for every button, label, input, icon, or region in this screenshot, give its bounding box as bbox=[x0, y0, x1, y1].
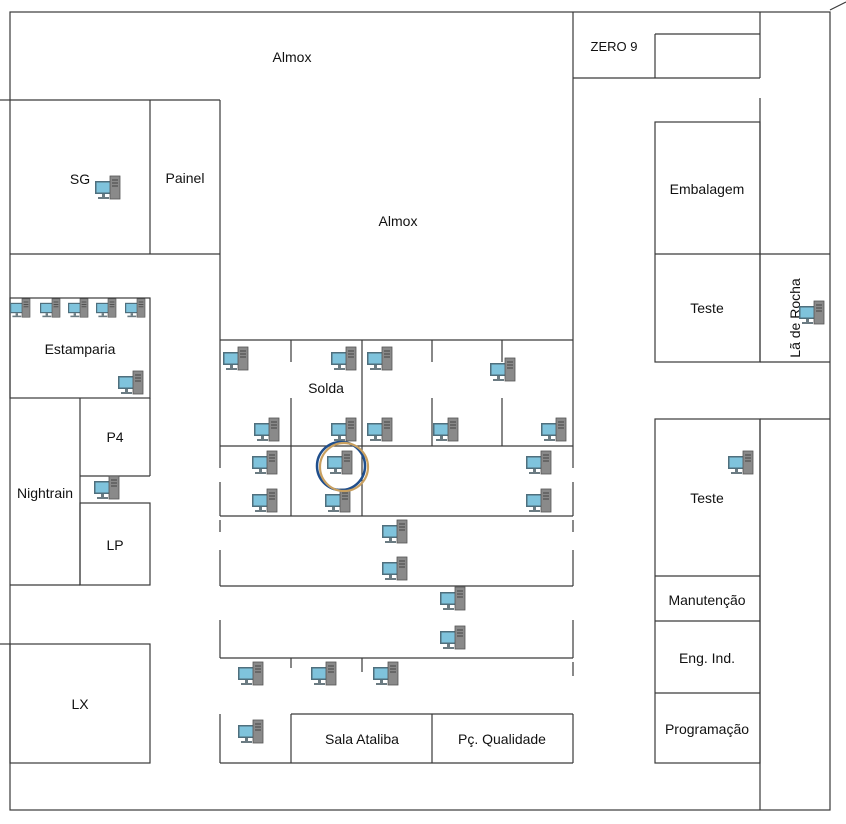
computer-icon[interactable] bbox=[251, 450, 278, 475]
room-label-programacao: Programação bbox=[665, 721, 749, 737]
computer-icon[interactable] bbox=[326, 450, 353, 475]
computer-icon[interactable] bbox=[237, 661, 264, 686]
room-label-teste-upper: Teste bbox=[690, 300, 724, 316]
room-label-estamparia: Estamparia bbox=[45, 341, 116, 357]
room-label-pc-qualidade: Pç. Qualidade bbox=[458, 731, 546, 747]
computer-icon[interactable] bbox=[67, 298, 89, 318]
computer-icon[interactable] bbox=[39, 298, 61, 318]
room-label-lp: LP bbox=[106, 537, 123, 553]
room-label-nightrain: Nightrain bbox=[17, 485, 73, 501]
computer-icon[interactable] bbox=[381, 519, 408, 544]
computer-icon[interactable] bbox=[95, 298, 117, 318]
computer-icon[interactable] bbox=[439, 625, 466, 650]
computer-icon[interactable] bbox=[94, 175, 121, 200]
computer-icon[interactable] bbox=[330, 417, 357, 442]
computer-icon[interactable] bbox=[93, 475, 120, 500]
computer-icon[interactable] bbox=[439, 586, 466, 611]
room-label-p4: P4 bbox=[106, 429, 123, 445]
room-label-zero9: ZERO 9 bbox=[591, 39, 638, 54]
computer-icon[interactable] bbox=[540, 417, 567, 442]
computer-icon[interactable] bbox=[727, 450, 754, 475]
computer-icon[interactable] bbox=[330, 346, 357, 371]
computer-icon[interactable] bbox=[253, 417, 280, 442]
room-label-eng-ind: Eng. Ind. bbox=[679, 650, 735, 666]
room-label-manutencao: Manutenção bbox=[668, 592, 745, 608]
room-label-la-de-rocha: Lã de Rocha bbox=[787, 278, 803, 358]
room-label-teste-lower: Teste bbox=[690, 490, 724, 506]
room-label-almox-center: Almox bbox=[379, 213, 418, 229]
room-label-almox-top: Almox bbox=[273, 49, 312, 65]
room-label-painel: Painel bbox=[166, 170, 205, 186]
highlight-circle bbox=[315, 440, 370, 493]
computer-icon[interactable] bbox=[310, 661, 337, 686]
room-labels: Almox Almox ZERO 9 SG Painel Embalagem T… bbox=[17, 39, 803, 747]
computer-icon[interactable] bbox=[117, 370, 144, 395]
room-label-sg: SG bbox=[70, 171, 90, 187]
computer-icon[interactable] bbox=[324, 488, 351, 513]
computer-icon[interactable] bbox=[237, 719, 264, 744]
room-label-sala-ataliba: Sala Ataliba bbox=[325, 731, 399, 747]
room-label-embalagem: Embalagem bbox=[670, 181, 745, 197]
room-label-lx: LX bbox=[71, 696, 89, 712]
computer-icon[interactable] bbox=[366, 346, 393, 371]
computer-icon[interactable] bbox=[372, 661, 399, 686]
computer-icon[interactable] bbox=[381, 556, 408, 581]
computer-icon[interactable] bbox=[432, 417, 459, 442]
computer-icon[interactable] bbox=[525, 488, 552, 513]
room-label-solda: Solda bbox=[308, 380, 344, 396]
computer-icon[interactable] bbox=[366, 417, 393, 442]
computer-icon[interactable] bbox=[222, 346, 249, 371]
computer-icon[interactable] bbox=[124, 298, 146, 318]
computer-icon[interactable] bbox=[525, 450, 552, 475]
computer-icon[interactable] bbox=[9, 298, 31, 318]
computer-icon[interactable] bbox=[251, 488, 278, 513]
